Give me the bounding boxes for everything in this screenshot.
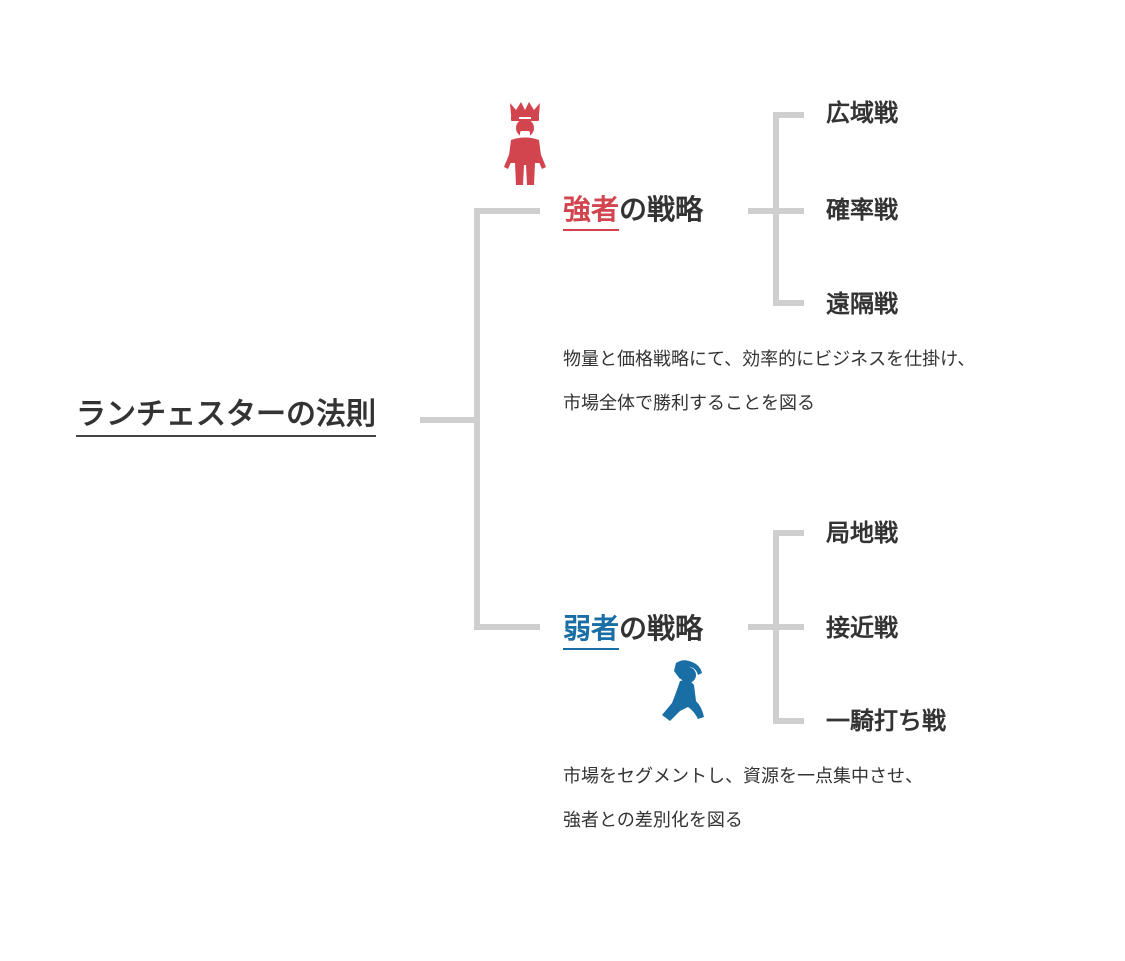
weak-highlight: 弱者 [563,612,620,650]
kneeling-person-icon [662,660,704,721]
strong-tactic-2: 確率戦 [826,196,898,224]
weak-description-line-1: 市場をセグメントし、資源を一点集中させ、 [563,766,923,787]
weak-tactic-1: 局地戦 [826,519,898,547]
weak-suffix: の戦略 [619,612,704,645]
strong-description: 物量と価格戦略にて、効率的にビジネスを仕掛け、 市場全体で勝利することを図る [563,338,975,426]
weak-tactic-2: 接近戦 [826,614,898,642]
strong-tactic-3: 遠隔戦 [826,290,898,318]
weak-tactic-3: 一騎打ち戦 [826,707,946,735]
weak-strategy-title: 弱者の戦略 [563,612,704,650]
strong-tactic-1: 広域戦 [826,99,898,127]
strong-highlight: 強者 [563,193,620,231]
weak-description-line-2: 強者との差別化を図る [563,810,743,831]
weak-description: 市場をセグメントし、資源を一点集中させ、 強者との差別化を図る [563,755,923,843]
strong-description-line-1: 物量と価格戦略にて、効率的にビジネスを仕掛け、 [563,349,976,370]
strong-strategy-title: 強者の戦略 [563,193,704,231]
king-icon [504,102,546,185]
strong-description-line-2: 市場全体で勝利することを図る [563,393,815,414]
root-title: ランチェスターの法則 [76,400,376,437]
strong-suffix: の戦略 [619,193,704,226]
